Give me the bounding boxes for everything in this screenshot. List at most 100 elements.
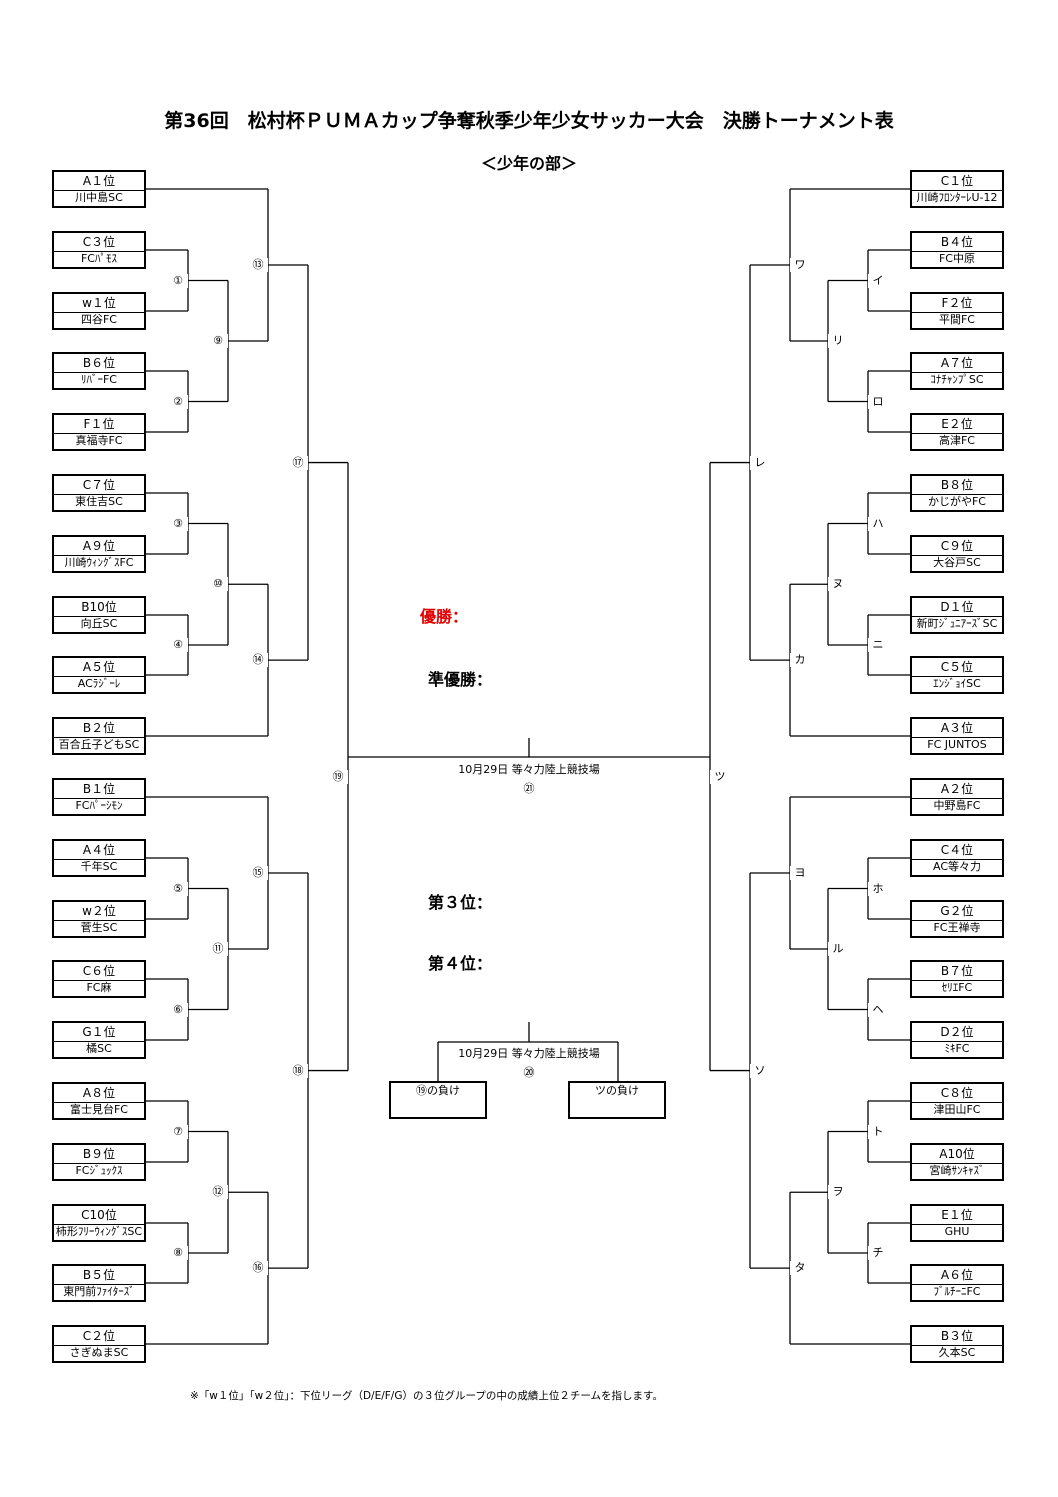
right-team-box-17: A10位宮崎ｻﾝｷｬｽﾞ xyxy=(910,1143,1004,1181)
match-label: ル xyxy=(828,942,848,956)
left-team-box-16: A８位富士見台FC xyxy=(52,1082,146,1120)
team-rank: w１位 xyxy=(54,294,144,313)
team-name: FC麻 xyxy=(86,981,112,994)
team-name: 柿形ﾌﾘｰｳｨﾝｸﾞｽSC xyxy=(55,1225,143,1238)
team-name: 平間FC xyxy=(938,313,975,326)
match-label: ⑮ xyxy=(248,866,268,880)
match-label: ⑪ xyxy=(208,942,228,956)
left-team-box-1: A１位川中島SC xyxy=(52,170,146,208)
team-name: ｺﾅﾁｬﾝﾌﾟSC xyxy=(930,373,984,386)
match-label: ヌ xyxy=(828,577,848,592)
runner-up-label: 準優勝： xyxy=(428,670,493,689)
third-place-label: 第３位： xyxy=(428,893,493,912)
team-name: 四谷FC xyxy=(80,313,117,326)
team-name: FCﾊﾟｰｼﾓﾝ xyxy=(75,799,123,812)
team-name: 百合丘子どもSC xyxy=(58,738,140,751)
match-label: ソ xyxy=(750,1063,770,1078)
team-rank: E１位 xyxy=(912,1206,1002,1225)
match-label: ① xyxy=(168,273,188,288)
third-place-right-box: ツの負け xyxy=(568,1081,666,1119)
team-name: AC等々力 xyxy=(932,860,981,873)
right-team-box-6: B８位かじがやFC xyxy=(910,474,1004,512)
team-rank: D１位 xyxy=(912,598,1002,617)
team-name: 東住吉SC xyxy=(75,495,123,508)
team-name: ﾌﾞﾙﾁｰﾆFC xyxy=(933,1285,981,1298)
team-rank: B８位 xyxy=(912,476,1002,495)
team-rank: C４位 xyxy=(912,841,1002,860)
team-name: FC JUNTOS xyxy=(927,738,987,751)
team-name: ﾐｷFC xyxy=(944,1042,970,1055)
third-place-venue: 10月29日 等々力陸上競技場 xyxy=(458,1047,600,1060)
left-team-box-6: C７位東住吉SC xyxy=(52,474,146,512)
team-name: 菅生SC xyxy=(80,921,118,934)
team-name: 大谷戸SC xyxy=(933,556,981,569)
team-rank: A９位 xyxy=(54,537,144,556)
match-label: チ xyxy=(868,1246,888,1260)
fourth-place-label: 第４位： xyxy=(428,954,493,973)
right-team-box-3: F２位平間FC xyxy=(910,292,1004,330)
team-name: 富士見台FC xyxy=(69,1103,128,1116)
page-title: 第36回 松村杯ＰＵＭＡカップ争奪秋季少年少女サッカー大会 決勝トーナメント表 xyxy=(164,110,894,132)
team-rank: B５位 xyxy=(54,1266,144,1285)
team-name: 中野島FC xyxy=(933,799,981,812)
team-name: 津田山FC xyxy=(933,1103,981,1116)
left-team-box-10: B２位百合丘子どもSC xyxy=(52,717,146,755)
third-place-match-number: ⑳ xyxy=(523,1066,535,1079)
match-label: ⑭ xyxy=(248,653,268,668)
team-name: かじがやFC xyxy=(927,495,986,508)
team-name: 向丘SC xyxy=(80,617,118,630)
team-rank: G１位 xyxy=(54,1023,144,1042)
match-label: ニ xyxy=(868,638,888,652)
team-name: GHU xyxy=(944,1225,970,1238)
match-label: リ xyxy=(828,334,848,348)
team-name: 新町ｼﾞｭﾆｱｰｽﾞSC xyxy=(916,617,998,630)
match-label: ④ xyxy=(168,638,188,652)
left-team-box-20: C２位さぎぬまSC xyxy=(52,1325,146,1363)
team-rank: B10位 xyxy=(54,598,144,617)
team-rank: C８位 xyxy=(912,1084,1002,1103)
team-rank: C２位 xyxy=(54,1327,144,1346)
right-team-box-7: C９位大谷戸SC xyxy=(910,535,1004,573)
right-team-box-4: A７位ｺﾅﾁｬﾝﾌﾟSC xyxy=(910,352,1004,390)
match-label: ⑲ xyxy=(328,769,348,784)
left-team-box-13: w２位菅生SC xyxy=(52,900,146,938)
match-label: ⑩ xyxy=(208,577,228,592)
left-team-box-3: w１位四谷FC xyxy=(52,292,146,330)
left-team-box-7: A９位川崎ｳｨﾝｸﾞｽFC xyxy=(52,535,146,573)
team-name: FCﾊﾟﾓｽ xyxy=(80,252,117,265)
left-team-box-18: C10位柿形ﾌﾘｰｳｨﾝｸﾞｽSC xyxy=(52,1204,146,1242)
team-name: ｴﾝｼﾞｮｲSC xyxy=(933,677,981,690)
match-label: ⑤ xyxy=(168,881,188,896)
final-venue: 10月29日 等々力陸上競技場 xyxy=(458,763,600,776)
match-label: ハ xyxy=(868,516,888,531)
team-rank: A２位 xyxy=(912,780,1002,799)
match-label: ③ xyxy=(168,516,188,531)
match-label: ② xyxy=(168,394,188,409)
team-rank: A７位 xyxy=(912,354,1002,373)
match-label: レ xyxy=(750,455,770,470)
team-rank: w２位 xyxy=(54,902,144,921)
team-name: 東門前ﾌｧｲﾀｰｽﾞ xyxy=(63,1285,135,1298)
team-rank: C10位 xyxy=(54,1206,144,1225)
team-name: ｾﾘｴFC xyxy=(941,981,973,994)
team-name: 川崎ｳｨﾝｸﾞｽFC xyxy=(64,556,134,569)
match-label: ⑨ xyxy=(208,334,228,348)
team-name: 高津FC xyxy=(938,434,975,447)
match-label: イ xyxy=(868,273,888,288)
match-label: ワ xyxy=(790,258,810,272)
team-name: FC中原 xyxy=(938,252,975,265)
team-name: FC王禅寺 xyxy=(933,921,981,934)
match-label: ヘ xyxy=(868,1002,888,1017)
team-name: 橘SC xyxy=(86,1042,112,1055)
team-rank: F２位 xyxy=(912,294,1002,313)
team-rank: B４位 xyxy=(912,233,1002,252)
match-label: ツ xyxy=(710,769,730,784)
